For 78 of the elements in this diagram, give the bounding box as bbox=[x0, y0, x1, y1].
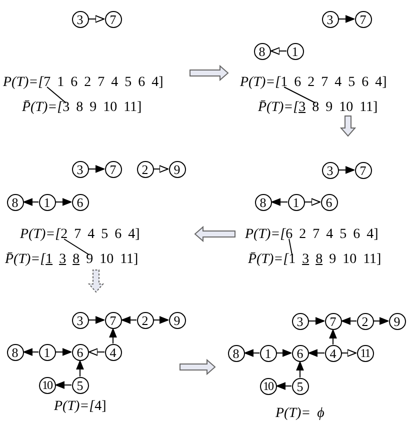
arrow bbox=[276, 349, 292, 357]
arrow bbox=[276, 382, 292, 390]
number-circle: 1 bbox=[288, 194, 304, 210]
number-circle: 7 bbox=[354, 162, 372, 178]
number-circle: 9 bbox=[168, 312, 186, 328]
arrow bbox=[270, 47, 287, 55]
arrow bbox=[88, 316, 105, 324]
number-circle: 5 bbox=[292, 378, 308, 394]
number-circle: 10 bbox=[260, 378, 276, 394]
arrow bbox=[23, 348, 39, 356]
arrow bbox=[23, 198, 39, 206]
number-circle: 4 bbox=[324, 344, 342, 362]
number-circle: 4 bbox=[104, 344, 122, 360]
number-circle: 9 bbox=[388, 312, 406, 330]
arrow bbox=[88, 348, 105, 356]
formula-text: P̄(T)=[1 3 8 9 10 11] bbox=[248, 252, 382, 268]
arrow bbox=[76, 360, 84, 377]
number-circle: 3 bbox=[72, 312, 88, 328]
formula-text: P(T)=[4] bbox=[54, 399, 106, 415]
arrow bbox=[308, 349, 325, 357]
number-circle: 6 bbox=[72, 194, 88, 210]
arrow bbox=[373, 317, 389, 325]
formula-text: P̄(T)=[1 3 8 9 10 11] bbox=[5, 252, 138, 268]
number-circle: 7 bbox=[324, 312, 342, 330]
number-circle: 2 bbox=[136, 160, 154, 178]
number-circle: 2 bbox=[136, 312, 154, 328]
arrow bbox=[244, 349, 260, 357]
number-circle: 2 bbox=[356, 312, 374, 330]
number-circle: 8 bbox=[6, 194, 24, 210]
arrow bbox=[308, 317, 325, 325]
arrow bbox=[55, 198, 72, 206]
number-circle: 6 bbox=[72, 344, 88, 360]
number-circle: 10 bbox=[38, 376, 56, 394]
number-circle: 8 bbox=[6, 344, 24, 360]
arrow bbox=[153, 316, 169, 324]
number-circle: 7 bbox=[104, 10, 122, 28]
arrow bbox=[338, 166, 355, 174]
formula-text: P(T)=[6 2 7 4 5 6 4] bbox=[245, 227, 378, 243]
number-circle: 3 bbox=[322, 10, 338, 28]
arrow bbox=[109, 328, 117, 344]
number-circle: 1 bbox=[260, 344, 276, 362]
arrow bbox=[304, 198, 321, 206]
number-circle: 3 bbox=[72, 10, 88, 28]
number-circle: 5 bbox=[72, 376, 88, 394]
formula-text: P(T)=[2 7 4 5 6 4] bbox=[20, 227, 140, 243]
arrow bbox=[341, 349, 357, 357]
number-circle: 6 bbox=[292, 344, 308, 362]
arrow bbox=[55, 348, 72, 356]
formula-text: P(T)=[7 1 6 2 7 4 5 6 4] bbox=[3, 75, 164, 91]
arrow bbox=[296, 361, 304, 378]
arrow bbox=[88, 15, 105, 23]
number-circle: 3 bbox=[292, 312, 308, 330]
number-circle: 7 bbox=[354, 10, 372, 28]
number-circle: 1 bbox=[38, 344, 56, 360]
formula-text: P̄(T)=[3 8 9 10 11] bbox=[22, 100, 142, 116]
formula-text: P(T)=[1 6 2 7 4 5 6 4] bbox=[240, 75, 387, 91]
number-circle: 6 bbox=[320, 194, 338, 210]
formula-text: P̄(T)=[3 8 9 10 11] bbox=[258, 100, 378, 116]
arrow bbox=[338, 15, 355, 23]
arrow bbox=[329, 329, 337, 345]
formula-text: P(T)= ϕ bbox=[276, 406, 324, 422]
number-circle: 1 bbox=[286, 42, 304, 60]
number-circle: 7 bbox=[104, 160, 122, 178]
arrow bbox=[341, 317, 357, 325]
arrow bbox=[271, 198, 288, 206]
number-circle: 1 bbox=[38, 194, 56, 210]
number-circle: 9 bbox=[168, 160, 186, 178]
number-circle: 8 bbox=[254, 194, 272, 210]
number-circle: 7 bbox=[104, 312, 122, 328]
number-circle: 8 bbox=[254, 42, 270, 60]
arrow bbox=[88, 165, 105, 173]
arrow bbox=[55, 381, 72, 389]
arrow bbox=[153, 165, 169, 173]
number-circle: 11 bbox=[356, 344, 374, 362]
arrow bbox=[121, 316, 137, 324]
number-circle: 3 bbox=[72, 160, 88, 178]
number-circle: 8 bbox=[228, 344, 244, 362]
number-circle: 3 bbox=[322, 162, 338, 178]
